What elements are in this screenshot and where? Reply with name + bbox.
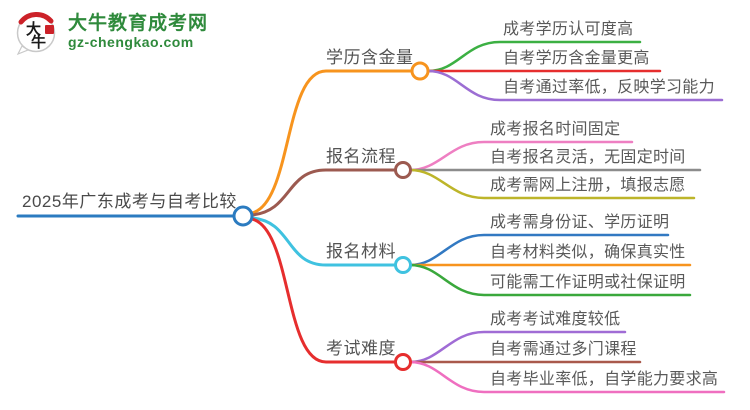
root-node-label[interactable]: 2025年广东成考与自考比较 — [22, 192, 237, 211]
site-logo[interactable]: 大 牛 大牛教育成考网 gz-chengkao.com — [14, 8, 208, 56]
logo-subtitle: gz-chengkao.com — [68, 33, 194, 50]
branch-node-handle-1[interactable] — [410, 61, 430, 81]
child-node-label-1-2[interactable]: 自考学历含金量更高 — [503, 50, 650, 67]
branch-connector-4 — [250, 217, 397, 364]
child-node-label-3-2[interactable]: 自考材料类似，确保真实性 — [490, 244, 686, 261]
branch-node-handle-2[interactable] — [394, 161, 412, 179]
child-node-label-2-1[interactable]: 成考报名时间固定 — [490, 121, 621, 138]
logo-bubble-icon: 大 牛 — [16, 11, 56, 56]
child-connector-3-3 — [408, 263, 692, 297]
child-node-label-4-2[interactable]: 自考需通过多门课程 — [490, 341, 637, 358]
child-connector-2-3 — [408, 168, 696, 200]
child-connector-1-3 — [426, 69, 724, 102]
child-node-label-3-1[interactable]: 成考需身份证、学历证明 — [490, 214, 670, 231]
logo-icon-char-2: 牛 — [31, 33, 46, 51]
branch-node-handle-4[interactable] — [394, 353, 412, 371]
branch-node-label-3[interactable]: 报名材料 — [326, 242, 396, 261]
branch-connector-3 — [250, 216, 397, 267]
branch-node-label-2[interactable]: 报名流程 — [326, 147, 396, 166]
child-node-label-3-3[interactable]: 可能需工作证明或社保证明 — [490, 274, 686, 291]
child-node-label-2-3[interactable]: 成考需网上注册，填报志愿 — [490, 177, 686, 194]
child-node-label-1-1[interactable]: 成考学历认可度高 — [503, 21, 634, 38]
child-node-label-2-2[interactable]: 自考报名灵活，无固定时间 — [490, 149, 686, 166]
branch-node-label-4[interactable]: 考试难度 — [326, 339, 396, 358]
logo-icon-char-1: 大 — [26, 20, 41, 38]
child-connector-4-3 — [408, 360, 726, 394]
root-node-handle[interactable] — [232, 205, 254, 227]
child-node-label-4-1[interactable]: 成考考试难度较低 — [490, 311, 621, 328]
branch-node-handle-3[interactable] — [394, 256, 412, 274]
branch-node-label-1[interactable]: 学历含金量 — [326, 48, 414, 67]
branch-connector-2 — [250, 168, 397, 217]
logo-title: 大牛教育成考网 — [68, 12, 209, 34]
child-node-label-4-3[interactable]: 自考毕业率低，自学能力要求高 — [490, 371, 719, 388]
branch-connector-1 — [250, 69, 414, 215]
child-node-label-1-3[interactable]: 自考通过率低，反映学习能力 — [503, 79, 715, 96]
